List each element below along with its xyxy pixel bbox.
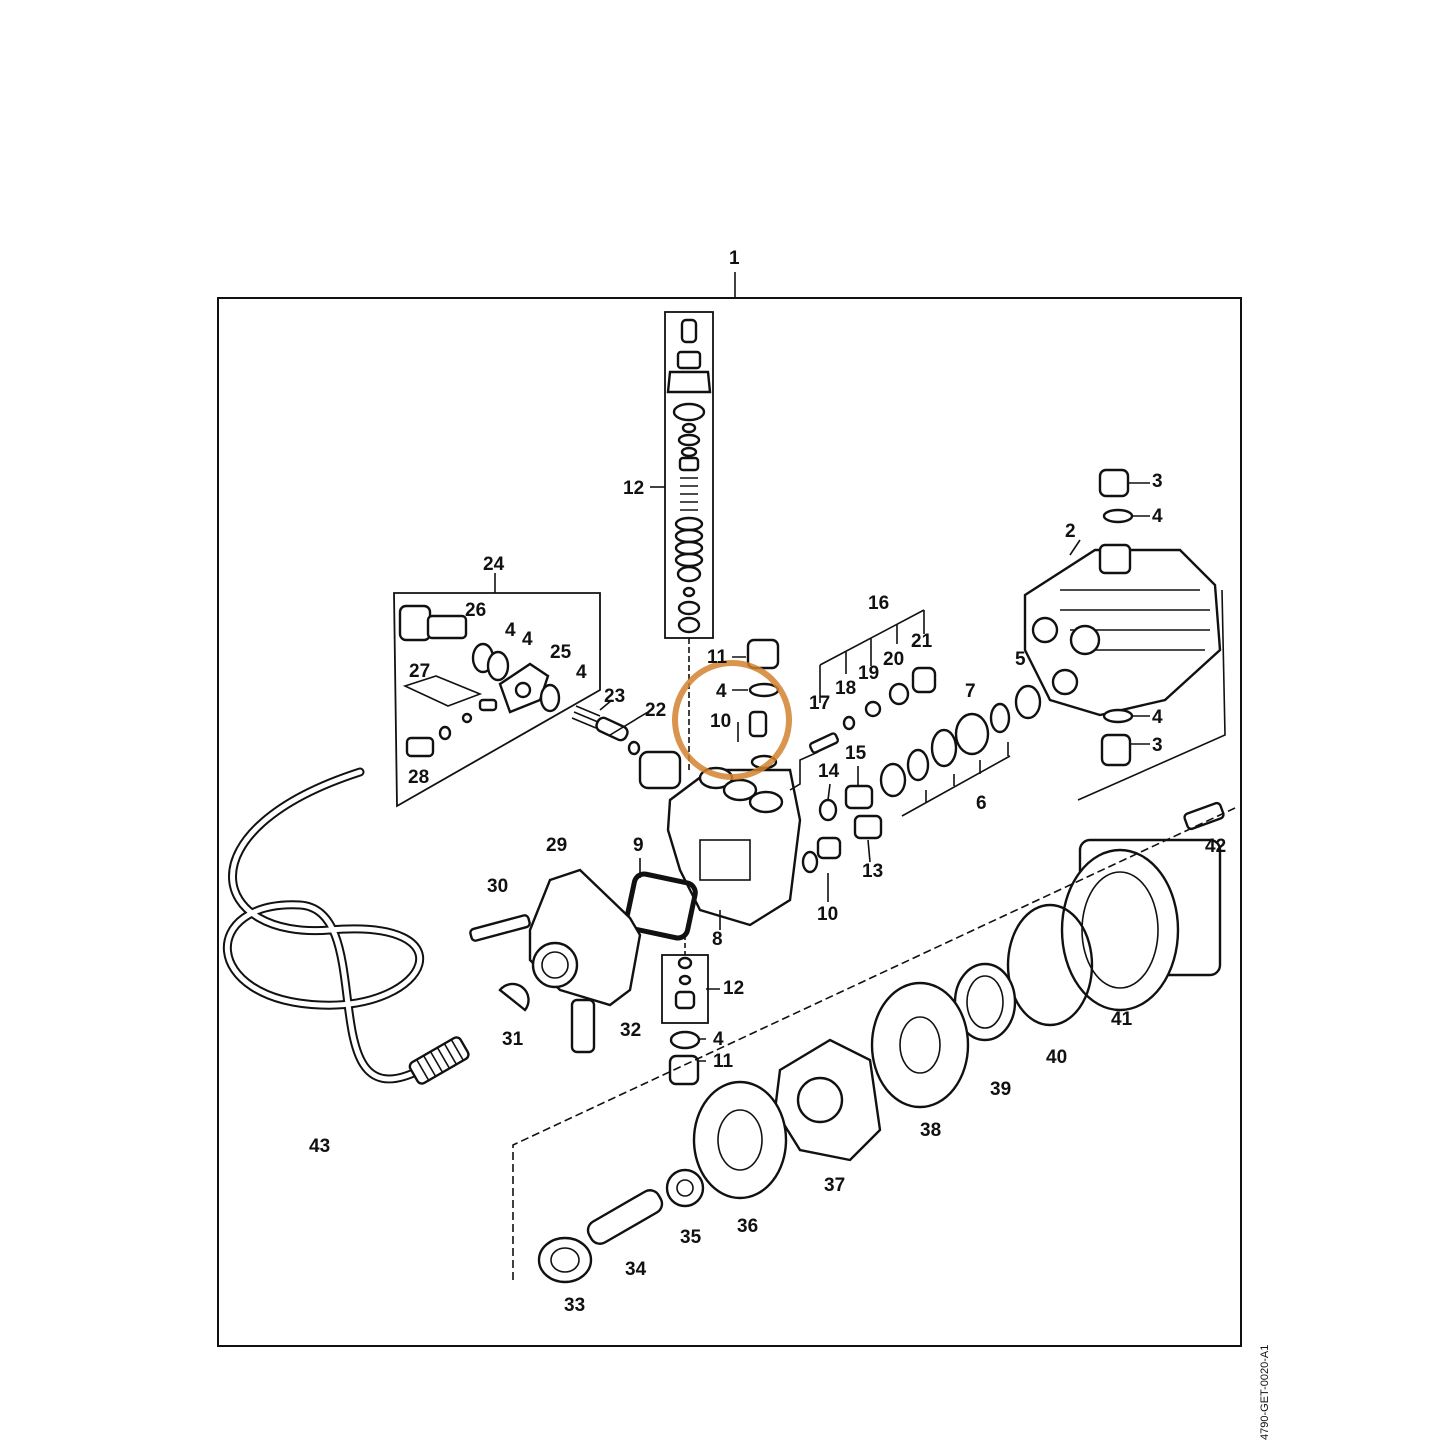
callout-3: 3 <box>1152 471 1163 492</box>
callout-12: 12 <box>723 978 744 999</box>
callout-29: 29 <box>546 835 567 856</box>
callout-36: 36 <box>737 1216 758 1237</box>
callout-37: 37 <box>824 1175 845 1196</box>
callout-38: 38 <box>920 1120 941 1141</box>
callout-labels: 1 2 3 3 4 4 4 4 4 4 4 5 6 7 8 9 10 10 11… <box>309 248 1226 1316</box>
callout-22: 22 <box>645 700 666 721</box>
callout-16: 16 <box>868 593 889 614</box>
callout-17: 17 <box>809 693 830 714</box>
leader-line <box>512 807 1236 1280</box>
callout-34: 34 <box>625 1259 647 1280</box>
callout-18: 18 <box>835 678 856 699</box>
leader-line <box>901 742 1011 817</box>
callout-11: 11 <box>707 647 728 668</box>
callout-30: 30 <box>487 876 508 897</box>
callout-19: 19 <box>858 663 879 684</box>
callout-6: 6 <box>976 793 987 814</box>
callout-39: 39 <box>990 1079 1011 1100</box>
callout-4: 4 <box>713 1029 724 1050</box>
leader-line <box>599 699 649 736</box>
bypass-group-box <box>393 592 601 808</box>
callout-24: 24 <box>483 554 505 575</box>
callout-14: 14 <box>818 761 840 782</box>
callout-10: 10 <box>817 904 838 925</box>
callout-4: 4 <box>522 629 533 650</box>
valve-stack-parts <box>666 318 712 634</box>
callout-20: 20 <box>883 649 904 670</box>
hose-inner <box>225 769 423 1082</box>
callout-4: 4 <box>1152 707 1163 728</box>
valve-fittings <box>668 638 780 1086</box>
large-oring <box>1006 903 1094 1027</box>
callout-28: 28 <box>408 767 429 788</box>
callout-31: 31 <box>502 1029 524 1050</box>
bypass-springs <box>571 705 641 756</box>
callout-4: 4 <box>1152 506 1163 527</box>
callout-21: 21 <box>911 631 933 652</box>
leader-line <box>789 751 819 791</box>
drive-components <box>537 801 1225 1284</box>
leader-line <box>819 609 925 703</box>
hose <box>223 767 425 1084</box>
callout-33: 33 <box>564 1295 585 1316</box>
gasket <box>624 871 698 941</box>
callout-23: 23 <box>604 686 625 707</box>
callout-11: 11 <box>713 1051 734 1072</box>
callout-3: 3 <box>1152 735 1163 756</box>
hose-fitting <box>408 1036 470 1085</box>
callout-32: 32 <box>620 1020 641 1041</box>
callout-26: 26 <box>465 600 486 621</box>
callout-4: 4 <box>576 662 587 683</box>
callout-42: 42 <box>1205 836 1226 857</box>
callout-10: 10 <box>710 711 731 732</box>
callout-leaders <box>639 482 1150 1062</box>
callout-27: 27 <box>409 661 430 682</box>
highlight-circle <box>672 660 792 780</box>
callout-41: 41 <box>1111 1009 1133 1030</box>
callout-40: 40 <box>1046 1047 1067 1068</box>
inlet-flange <box>469 868 642 1054</box>
seal-kit-parts <box>801 666 1042 874</box>
pump-housing <box>1023 468 1226 801</box>
callout-8: 8 <box>712 929 723 950</box>
callout-2: 2 <box>1065 521 1076 542</box>
callout-43: 43 <box>309 1136 330 1157</box>
callout-5: 5 <box>1015 649 1026 670</box>
assembly-frame <box>217 297 1242 1347</box>
callout-15: 15 <box>845 743 867 764</box>
callout-35: 35 <box>680 1227 702 1248</box>
callout-9: 9 <box>633 835 644 856</box>
callout-1: 1 <box>729 248 740 269</box>
bypass-group-parts <box>398 604 561 758</box>
callout-4: 4 <box>716 681 727 702</box>
callout-25: 25 <box>550 642 572 663</box>
callout-13: 13 <box>862 861 883 882</box>
reference-code: 4790-GET-0020-A1 <box>1259 1345 1271 1440</box>
pump-head <box>638 750 802 927</box>
callout-12: 12 <box>623 478 644 499</box>
callout-4: 4 <box>505 620 516 641</box>
callout-7: 7 <box>965 681 976 702</box>
